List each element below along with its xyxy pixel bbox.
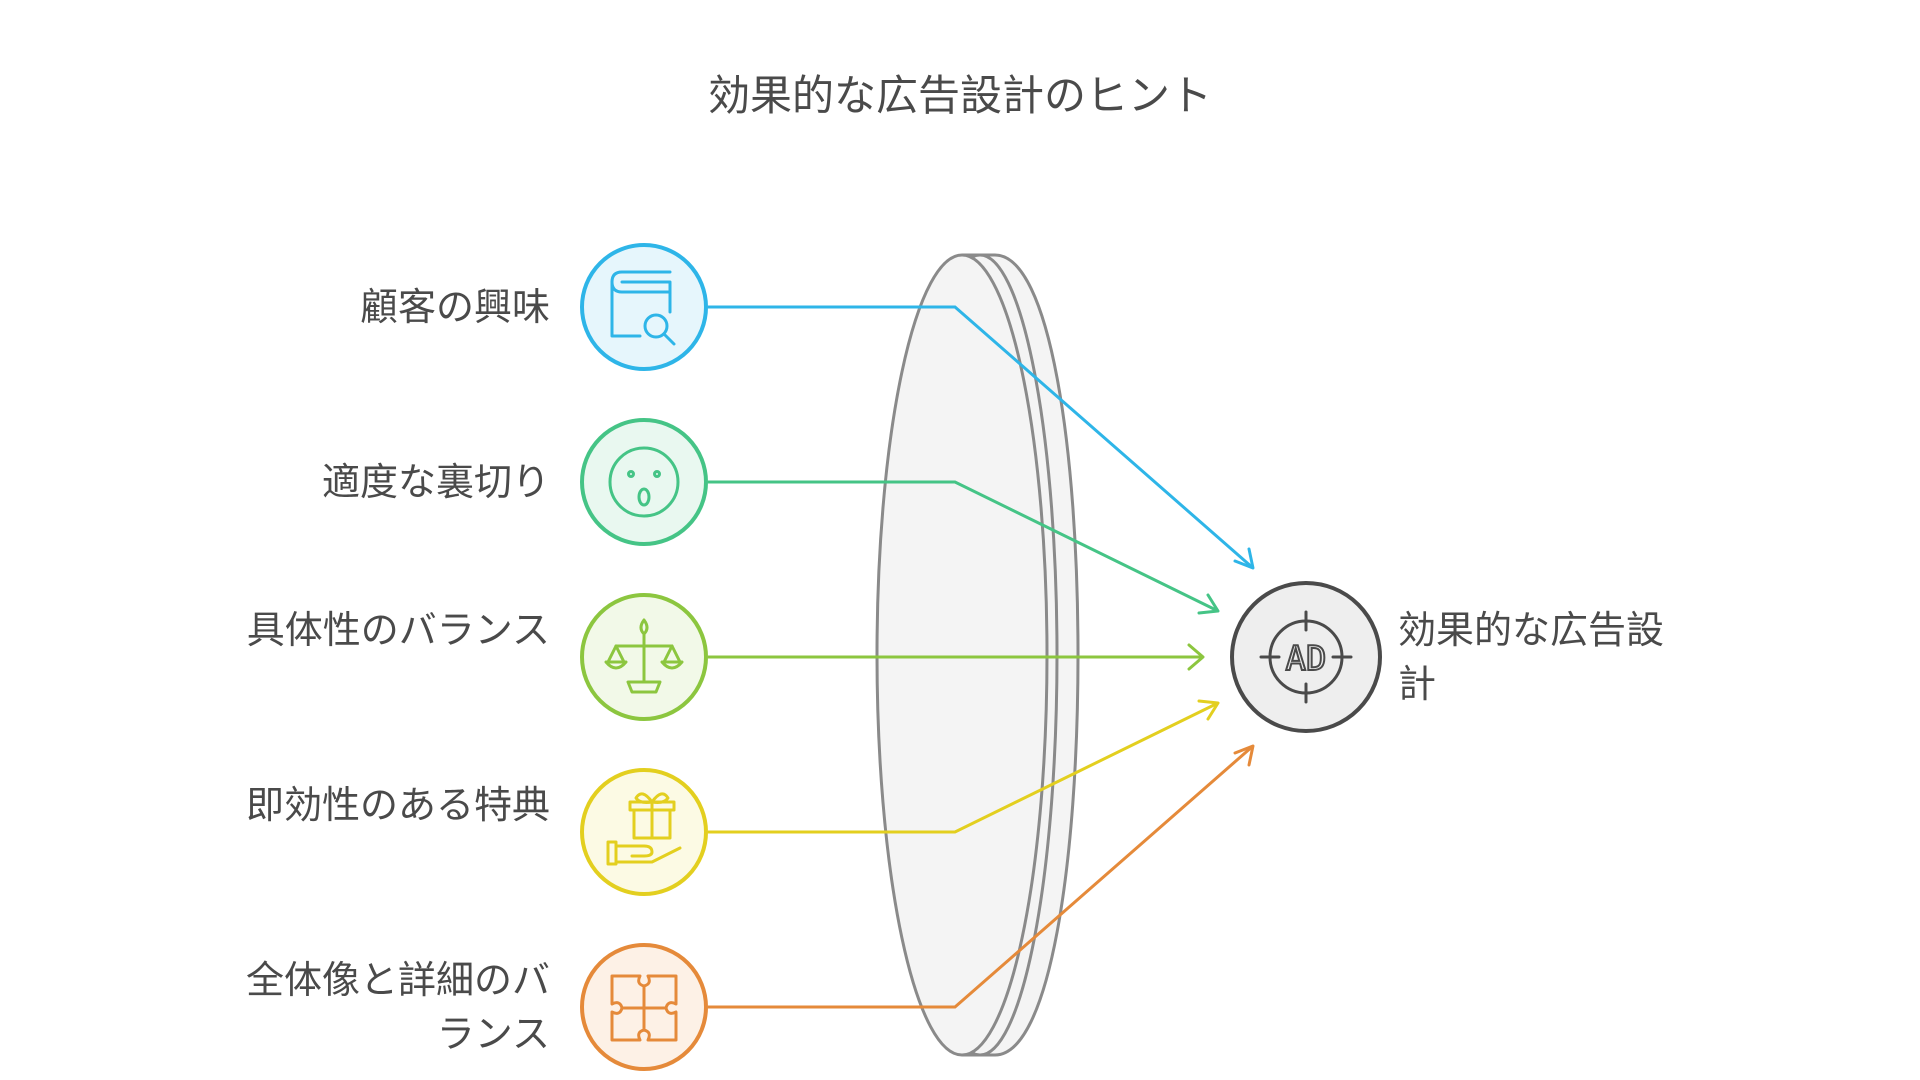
connector-line bbox=[708, 480, 1219, 613]
output-node: AD bbox=[1230, 581, 1382, 733]
connectors bbox=[708, 305, 1255, 1009]
gift-hand-icon bbox=[606, 792, 682, 866]
input-label-5: 全体像と詳細のバランス bbox=[245, 958, 550, 1056]
input-label-3: 具体性のバランス bbox=[246, 608, 550, 652]
connector-1 bbox=[708, 305, 1255, 570]
input-node-3 bbox=[580, 593, 708, 721]
puzzle-icon bbox=[610, 974, 678, 1042]
input-node-5 bbox=[580, 943, 708, 1071]
input-node-4 bbox=[580, 768, 708, 896]
node-circle bbox=[580, 418, 708, 546]
connector-4 bbox=[708, 699, 1220, 834]
arrowhead bbox=[1197, 593, 1220, 615]
diagram-title: 効果的な広告設計のヒント bbox=[707, 71, 1212, 120]
input-node-1 bbox=[580, 243, 708, 371]
balance-scale-icon bbox=[604, 618, 684, 694]
node-circle bbox=[580, 768, 708, 896]
input-nodes bbox=[580, 243, 708, 1071]
connector-5 bbox=[708, 744, 1255, 1009]
lens bbox=[875, 253, 1080, 1057]
arrowhead bbox=[1187, 643, 1205, 671]
arrowhead bbox=[1197, 699, 1220, 721]
input-node-2 bbox=[580, 418, 708, 546]
ad-icon-text: AD bbox=[1286, 639, 1327, 679]
node-circle bbox=[580, 243, 708, 371]
ad-target-icon bbox=[1259, 610, 1353, 704]
surprised-face-icon bbox=[608, 446, 680, 518]
input-label-4: 即効性のある特典 bbox=[245, 783, 550, 827]
connector-line bbox=[708, 305, 1254, 570]
connector-line bbox=[708, 744, 1254, 1009]
arrowhead bbox=[1233, 547, 1255, 570]
input-label-1: 顧客の興味 bbox=[359, 285, 550, 329]
connector-line bbox=[708, 701, 1219, 834]
book-search-icon bbox=[610, 270, 676, 346]
connector-2 bbox=[708, 480, 1220, 615]
arrowhead bbox=[1233, 744, 1255, 767]
connector-3 bbox=[708, 643, 1205, 671]
output-label: 効果的な広告設計 bbox=[1398, 608, 1665, 706]
output-node-circle bbox=[1230, 581, 1382, 733]
lens-front bbox=[875, 253, 1049, 1057]
input-label-2: 適度な裏切り bbox=[321, 460, 550, 504]
